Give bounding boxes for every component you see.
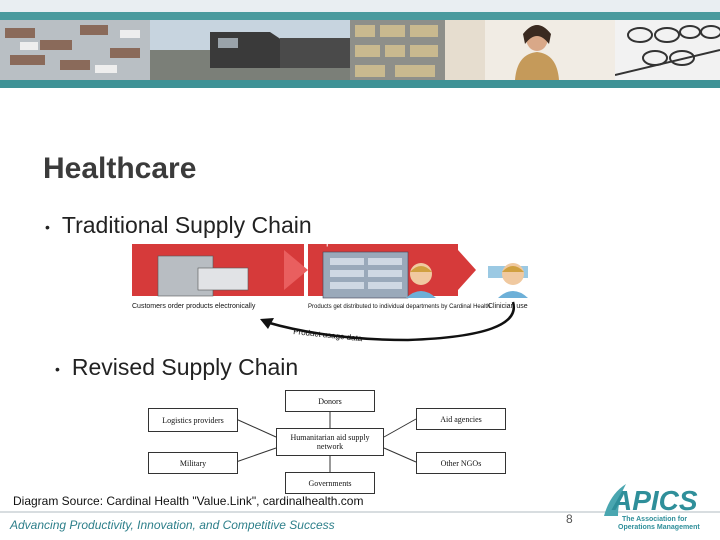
banner-bottom-stripe bbox=[0, 80, 720, 88]
logo-subtitle-2: Operations Management bbox=[618, 524, 700, 531]
logo-wordmark: APICS bbox=[611, 485, 698, 516]
bullet-label: Traditional Supply Chain bbox=[62, 212, 312, 238]
revised-supply-chain-diagram: Donors Logistics providers Aid agencies … bbox=[148, 390, 510, 494]
diagram-source: Diagram Source: Cardinal Health "Value.L… bbox=[13, 494, 363, 508]
page-number: 8 bbox=[566, 512, 573, 526]
bullet-label: Revised Supply Chain bbox=[72, 354, 298, 380]
node-governments: Governments bbox=[285, 472, 375, 494]
bullet-dot: • bbox=[55, 361, 60, 377]
traditional-header-left: Customer Order bbox=[134, 236, 213, 247]
apics-logo: APICS The Association for Operations Man… bbox=[596, 476, 712, 532]
banner-top-stripe bbox=[0, 12, 720, 20]
traditional-caption-left: Customers order products electronically bbox=[132, 303, 256, 310]
freight-train-photo bbox=[150, 20, 350, 80]
traditional-supply-chain-diagram: Customer Order Departments Customers ord… bbox=[128, 236, 528, 346]
node-donors: Donors bbox=[285, 390, 375, 412]
bullet-revised: • Revised Supply Chain bbox=[55, 354, 298, 381]
traditional-loop-label: Product usage data bbox=[293, 327, 363, 343]
header-banner bbox=[0, 0, 720, 88]
businesswoman-photo bbox=[445, 20, 615, 80]
node-other-ngos: Other NGOs bbox=[416, 452, 506, 474]
footer-tagline: Advancing Productivity, Innovation, and … bbox=[10, 518, 335, 532]
eyeglasses-photo bbox=[615, 20, 720, 80]
node-aid-agencies: Aid agencies bbox=[416, 408, 506, 430]
bullet-traditional: • Traditional Supply Chain bbox=[45, 212, 312, 239]
traditional-caption-right: Clinician use bbox=[488, 303, 528, 310]
bullet-dot: • bbox=[45, 219, 50, 235]
shipping-containers-photo bbox=[0, 20, 150, 80]
logo-subtitle-1: The Association for bbox=[622, 516, 687, 523]
traditional-caption-mid: Products get distributed to individual d… bbox=[308, 304, 490, 310]
slide-title: Healthcare bbox=[43, 152, 196, 186]
node-military: Military bbox=[148, 452, 238, 474]
traditional-header-right: Departments bbox=[312, 236, 375, 247]
warehouse-shelves-photo bbox=[350, 20, 445, 80]
node-logistics-providers: Logistics providers bbox=[148, 408, 238, 432]
node-humanitarian-network: Humanitarian aid supply network bbox=[276, 428, 384, 456]
